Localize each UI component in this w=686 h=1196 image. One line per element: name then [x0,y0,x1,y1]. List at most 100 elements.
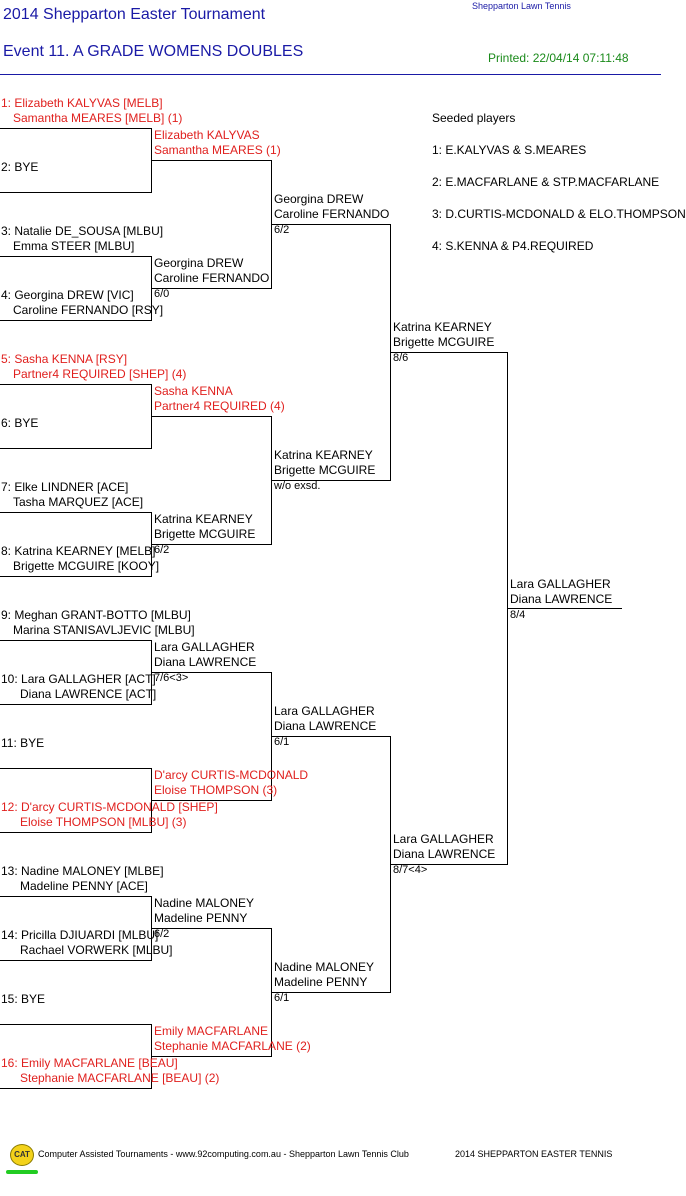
round1-connector [151,384,152,449]
round2-line [152,288,272,289]
semifinal-entry-player1: Katrina KEARNEY [393,320,492,334]
footer-event: 2014 SHEPPARTON EASTER TENNIS [455,1149,613,1159]
round3-entry-player2: Caroline FERNANDO [274,207,390,221]
round2-connector [271,416,272,545]
round1-entry-player1: 12: D'arcy CURTIS-MCDONALD [SHEP] [1,800,218,814]
header-divider [0,74,661,75]
round2-entry-player1: Elizabeth KALYVAS [154,128,260,142]
semifinal-score: 8/7<4> [393,864,428,876]
round1-line [0,128,152,129]
round3-line [272,736,391,737]
round2-score: 6/2 [154,928,170,940]
round2-entry-player1: Katrina KEARNEY [154,512,253,526]
round1-connector [151,640,152,705]
round3-line [272,992,391,993]
round1-entry-player1: 10: Lara GALLAGHER [ACT] [1,672,156,686]
winner-player2: Diana LAWRENCE [510,592,613,606]
round3-entry-player1: Lara GALLAGHER [274,704,375,718]
round3-entry-player1: Georgina DREW [274,192,364,206]
round3-entry-player1: Nadine MALONEY [274,960,375,974]
round1-entry-player1: 15: BYE [1,992,46,1006]
round1-entry-player2: Samantha MEARES [MELB] (1) [13,111,183,125]
round2-line [152,672,272,673]
round1-line [0,768,152,769]
round1-entry-player1: 8: Katrina KEARNEY [MELB] [1,544,156,558]
round3-entry-player2: Madeline PENNY [274,975,368,989]
round1-line [0,320,152,321]
seed-item: 4: S.KENNA & P4.REQUIRED [432,239,594,253]
round2-line [152,416,272,417]
round3-entry-player1: Katrina KEARNEY [274,448,373,462]
round2-entry-player1: Emily MACFARLANE [154,1024,269,1038]
round3-score: 6/2 [274,224,290,236]
round1-line [0,256,152,257]
round1-connector [151,256,152,321]
round2-score: 6/2 [154,544,170,556]
round1-entry-player1: 7: Elke LINDNER [ACE] [1,480,129,494]
round2-line [152,160,272,161]
round1-entry-player2: Eloise THOMPSON [MLBU] (3) [20,815,187,829]
round1-connector [151,512,152,577]
round2-entry-player2: Samantha MEARES (1) [154,143,281,157]
round1-entry-player1: 1: Elizabeth KALYVAS [MELB] [1,96,163,110]
seed-item: 2: E.MACFARLANE & STP.MACFARLANE [432,175,660,189]
footer-credit: Computer Assisted Tournaments - www.92co… [38,1149,409,1159]
seeded-players-title: Seeded players [432,111,516,125]
round1-line [0,448,152,449]
round2-score: 6/0 [154,288,170,300]
round1-connector [151,768,152,833]
round1-entry-player1: 3: Natalie DE_SOUSA [MLBU] [1,224,164,238]
semifinal-entry-player2: Brigette MCGUIRE [393,335,495,349]
round1-line [0,384,152,385]
round2-entry-player2: Brigette MCGUIRE [154,527,256,541]
round1-entry-player1: 5: Sasha KENNA [RSY] [1,352,128,366]
round1-entry-player2: Diana LAWRENCE [ACT] [20,687,157,701]
round1-line [0,512,152,513]
round3-line [272,480,391,481]
round2-entry-player1: Lara GALLAGHER [154,640,255,654]
round3-score: w/o exsd. [274,480,321,492]
semifinal-line [391,864,508,865]
round1-line [0,192,152,193]
tournament-title: 2014 Shepparton Easter Tournament [3,6,266,23]
printed-timestamp: Printed: 22/04/14 07:11:48 [488,51,629,65]
round2-line [152,1056,272,1057]
round1-entry-player2: Emma STEER [MLBU] [13,239,135,253]
round2-entry-player1: Sasha KENNA [154,384,233,398]
cat-logo-underline [6,1170,38,1174]
round2-connector [271,160,272,289]
seed-item: 1: E.KALYVAS & S.MEARES [432,143,587,157]
round1-line [0,1088,152,1089]
semifinal-line [391,352,508,353]
final-score: 8/4 [510,609,526,621]
round1-line [0,896,152,897]
round2-line [152,800,272,801]
round2-entry-player2: Madeline PENNY [154,911,248,925]
round2-entry-player1: Georgina DREW [154,256,244,270]
round1-entry-player1: 13: Nadine MALONEY [MLBE] [1,864,164,878]
round2-entry-player1: Nadine MALONEY [154,896,255,910]
round1-entry-player2: Rachael VORWERK [MLBU] [20,943,173,957]
round2-entry-player2: Partner4 REQUIRED (4) [154,399,285,413]
round3-score: 6/1 [274,736,290,748]
round1-entry-player2: Caroline FERNANDO [RSY] [13,303,164,317]
club-name: Shepparton Lawn Tennis [472,1,571,11]
round2-entry-player1: D'arcy CURTIS-MCDONALD [154,768,309,782]
round3-score: 6/1 [274,992,290,1004]
round2-line [152,544,272,545]
round1-entry-player2: Marina STANISAVLJEVIC [MLBU] [13,623,195,637]
round2-entry-player2: Eloise THOMPSON (3) [154,783,278,797]
round1-entry-player1: 11: BYE [1,736,45,750]
round1-entry-player1: 6: BYE [1,416,39,430]
round2-entry-player2: Diana LAWRENCE [154,655,257,669]
semifinal-score: 8/6 [393,352,409,364]
round1-entry-player1: 14: Pricilla DJIUARDI [MLBU] [1,928,159,942]
round1-connector [151,128,152,193]
round1-entry-player2: Stephanie MACFARLANE [BEAU] (2) [20,1071,220,1085]
round1-entry-player2: Partner4 REQUIRED [SHEP] (4) [13,367,187,381]
round3-entry-player2: Brigette MCGUIRE [274,463,376,477]
seed-item: 3: D.CURTIS-MCDONALD & ELO.THOMPSON [432,207,686,221]
round1-entry-player2: Tasha MARQUEZ [ACE] [13,495,144,509]
round2-connector [271,928,272,1057]
event-title: Event 11. A GRADE WOMENS DOUBLES [3,43,304,60]
